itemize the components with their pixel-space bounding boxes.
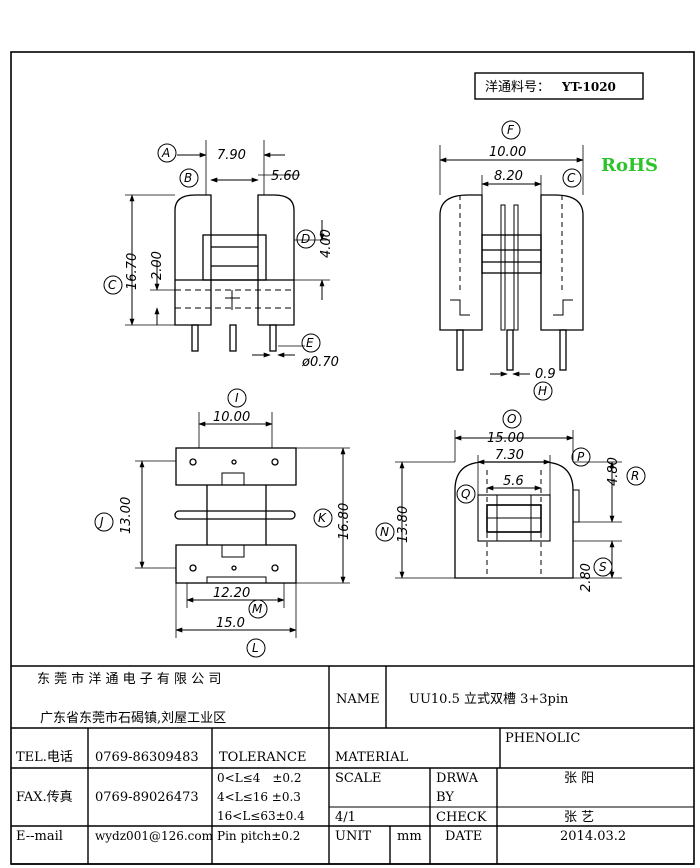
callout-i: I bbox=[235, 391, 239, 405]
dim-4-80: 4.80 bbox=[606, 457, 621, 486]
drawn-label-2: BY bbox=[436, 790, 454, 805]
callout-b: B bbox=[184, 171, 192, 185]
dim-16-80: 16.80 bbox=[337, 503, 352, 540]
tel-label: TEL.电话 bbox=[16, 750, 73, 765]
dim-7-90: 7.90 bbox=[217, 148, 246, 163]
dim-13-80: 13.80 bbox=[396, 506, 411, 543]
callout-s: S bbox=[599, 560, 607, 574]
unit-value: mm bbox=[397, 829, 422, 844]
callout-p: P bbox=[577, 450, 585, 464]
fax-value: 0769-89026473 bbox=[95, 790, 199, 805]
dim-5-6: 5.6 bbox=[503, 474, 524, 489]
dim-15-00: 15.00 bbox=[487, 431, 524, 446]
callout-d: D bbox=[301, 232, 310, 246]
dim-2-00: 2.00 bbox=[150, 251, 165, 280]
check-value: 张 艺 bbox=[564, 810, 594, 825]
dim-16-70: 16.70 bbox=[125, 253, 140, 290]
dim-10-00-top: 10.00 bbox=[489, 145, 526, 160]
scale-label: SCALE bbox=[335, 771, 381, 786]
dim-2-80: 2.80 bbox=[579, 563, 594, 592]
part-number-box: 洋通料号： YT-1020 bbox=[474, 72, 644, 100]
callout-m: M bbox=[252, 602, 263, 616]
drawn-value: 张 阳 bbox=[564, 771, 594, 786]
dim-12-20: 12.20 bbox=[213, 586, 250, 601]
dim-5-60: 5.60 bbox=[271, 169, 300, 184]
dim-10-00-mid: 10.00 bbox=[213, 410, 250, 425]
tolerance-3: 16<L≤63±0.4 bbox=[217, 809, 305, 823]
callout-f: F bbox=[507, 123, 515, 137]
tel-value: 0769-86309483 bbox=[95, 750, 199, 765]
end-view bbox=[395, 430, 622, 579]
name-label: NAME bbox=[336, 692, 380, 707]
top-view-labels: 10.00 13.00 16.80 12.20 15.0 I J K M L bbox=[94, 388, 352, 658]
callout-n: N bbox=[380, 525, 389, 539]
side-view-labels: 10.00 8.20 0.9 F C H bbox=[489, 120, 582, 401]
top-view bbox=[135, 412, 350, 638]
callout-c: C bbox=[108, 278, 117, 292]
material-value: PHENOLIC bbox=[505, 731, 580, 746]
check-label: CHECK bbox=[436, 810, 487, 825]
email-label: E--mail bbox=[16, 829, 63, 844]
sheet-border bbox=[10, 51, 695, 865]
callout-q: Q bbox=[461, 487, 470, 501]
side-view bbox=[439, 145, 584, 377]
dim-15-0: 15.0 bbox=[216, 616, 245, 631]
tolerance-label: TOLERANCE bbox=[219, 750, 306, 765]
callout-r: R bbox=[631, 469, 639, 483]
dim-4-00: 4.00 bbox=[319, 229, 334, 258]
dim-7-30: 7.30 bbox=[495, 448, 524, 463]
rohs-mark: RoHS bbox=[601, 155, 658, 176]
unit-label: UNIT bbox=[335, 829, 371, 844]
front-view bbox=[125, 140, 330, 358]
dim-8-20: 8.20 bbox=[494, 169, 523, 184]
dim-0-70: ø0.70 bbox=[301, 355, 339, 370]
part-number-value: YT-1020 bbox=[561, 80, 616, 94]
dim-13-00: 13.00 bbox=[119, 497, 134, 534]
callout-k: K bbox=[318, 511, 327, 525]
date-value: 2014.03.2 bbox=[560, 829, 626, 844]
part-number-label: 洋通料号： bbox=[485, 80, 550, 95]
callout-c2: C bbox=[567, 171, 576, 185]
title-block-text: 东 莞 市 洋 通 电 子 有 限 公 司 广东省东莞市石碣镇,刘屋工业区 NA… bbox=[16, 671, 626, 844]
title-block bbox=[11, 665, 694, 865]
tolerance-4: Pin pitch±0.2 bbox=[217, 829, 300, 843]
company-name: 东 莞 市 洋 通 电 子 有 限 公 司 bbox=[37, 671, 221, 687]
material-label: MATERIAL bbox=[335, 750, 408, 765]
dim-0-9: 0.9 bbox=[535, 367, 556, 382]
front-view-labels: 7.90 5.60 4.00 16.70 2.00 ø0.70 A B C D … bbox=[103, 143, 339, 370]
callout-o: O bbox=[507, 412, 516, 426]
fax-label: FAX.传真 bbox=[16, 790, 73, 805]
callout-h: H bbox=[538, 384, 547, 398]
email-value: wydz001@126.com bbox=[95, 829, 214, 843]
drawn-label-1: DRWA bbox=[436, 771, 479, 786]
callout-j: J bbox=[98, 515, 104, 529]
scale-value: 4/1 bbox=[335, 810, 356, 825]
callout-e: E bbox=[306, 336, 314, 350]
name-value: UU10.5 立式双槽 3+3pin bbox=[409, 692, 569, 707]
tolerance-1: 0<L≤4 ±0.2 bbox=[217, 771, 302, 785]
callout-a: A bbox=[161, 146, 170, 160]
callout-l: L bbox=[252, 641, 259, 655]
tolerance-2: 4<L≤16 ±0.3 bbox=[217, 790, 301, 804]
end-view-labels: 15.00 7.30 5.6 4.80 13.80 2.80 O P R Q N… bbox=[375, 409, 646, 592]
company-address: 广东省东莞市石碣镇,刘屋工业区 bbox=[40, 710, 226, 726]
date-label: DATE bbox=[445, 829, 482, 844]
